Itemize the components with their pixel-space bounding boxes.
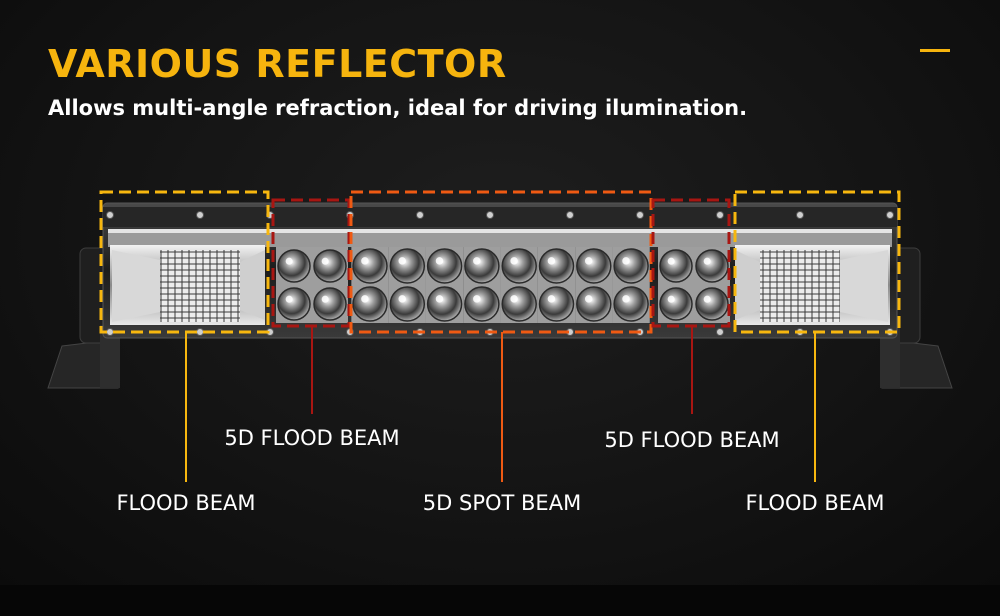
lens-highlight	[703, 257, 711, 265]
led-lens	[426, 286, 463, 322]
highlight-box-flood-left	[99, 190, 270, 334]
screw-icon	[566, 211, 574, 219]
end-segment-left	[110, 245, 265, 325]
screw-icon	[486, 211, 494, 219]
lens-highlight	[321, 257, 329, 265]
lens-highlight	[361, 257, 369, 265]
led-lens	[613, 248, 649, 284]
bottom-band	[0, 585, 1000, 616]
led-lens	[695, 287, 729, 321]
lens-highlight	[473, 295, 481, 303]
label-5d-flood-beam-right: 5D FLOOD BEAM	[604, 428, 780, 452]
led-lens	[352, 286, 388, 322]
led-lens	[426, 248, 463, 284]
product-feature-banner: VARIOUS REFLECTOR Allows multi-angle ref…	[0, 0, 1000, 585]
lens-highlight	[547, 295, 556, 303]
led-lens	[538, 248, 575, 284]
lens-highlight	[321, 295, 329, 303]
page-subtitle: Allows multi-angle refraction, ideal for…	[48, 96, 748, 120]
lens-highlight	[622, 257, 630, 265]
lens-highlight	[547, 257, 556, 265]
led-lens	[277, 287, 311, 321]
led-lens	[501, 248, 537, 284]
led-lens	[464, 286, 500, 322]
lens-highlight	[435, 295, 444, 303]
lens-highlight	[435, 257, 444, 265]
lens-highlight	[285, 295, 293, 303]
screw-icon	[196, 211, 204, 219]
led-lens	[613, 286, 649, 322]
screw-icon	[886, 211, 894, 219]
end-segment-right	[735, 245, 890, 325]
led-lens	[352, 248, 388, 284]
lens-highlight	[667, 295, 675, 303]
screw-icon	[196, 328, 204, 336]
lens-highlight	[361, 295, 369, 303]
highlight-box-flood-right	[733, 190, 901, 334]
lens-cluster-5d-flood-right	[658, 247, 730, 323]
screw-icon	[716, 328, 724, 336]
accent-dash-icon	[920, 49, 950, 52]
lens-cluster-5d-spot	[351, 247, 650, 323]
led-lens	[277, 249, 311, 283]
label-5d-flood-beam-left: 5D FLOOD BEAM	[224, 426, 400, 450]
lens-highlight	[398, 257, 406, 265]
screw-icon	[106, 328, 114, 336]
label-flood-beam-left: FLOOD BEAM	[116, 491, 256, 515]
screw-icon	[416, 211, 424, 219]
label-flood-beam-right: FLOOD BEAM	[745, 491, 885, 515]
led-lens	[464, 248, 500, 284]
lens-highlight	[703, 295, 711, 303]
led-lens	[389, 286, 426, 322]
led-lens	[659, 249, 693, 283]
lens-highlight	[667, 257, 675, 265]
lens-highlight	[584, 295, 593, 303]
lens-highlight	[584, 257, 593, 265]
lens-cluster-5d-flood-left	[276, 247, 348, 323]
led-lens	[659, 287, 693, 321]
lens-highlight	[622, 295, 630, 303]
led-lens	[576, 248, 612, 284]
screw-icon	[106, 211, 114, 219]
led-lens	[695, 249, 729, 283]
led-lens	[313, 287, 347, 321]
screw-icon	[796, 211, 804, 219]
highlight-box-5d-spot	[349, 190, 653, 334]
led-light-bar-illustration	[47, 190, 953, 482]
label-5d-spot-beam: 5D SPOT BEAM	[422, 491, 582, 515]
led-lens	[313, 249, 347, 283]
lens-highlight	[510, 257, 518, 265]
led-lens	[501, 286, 537, 322]
screw-icon	[636, 211, 644, 219]
lens-highlight	[510, 295, 518, 303]
lens-highlight	[285, 257, 293, 265]
led-lens	[538, 286, 575, 322]
page-title: VARIOUS REFLECTOR	[48, 42, 507, 86]
led-lens	[389, 248, 426, 284]
led-lens	[576, 286, 612, 322]
lens-highlight	[398, 295, 406, 303]
screw-icon	[716, 211, 724, 219]
lens-highlight	[473, 257, 481, 265]
